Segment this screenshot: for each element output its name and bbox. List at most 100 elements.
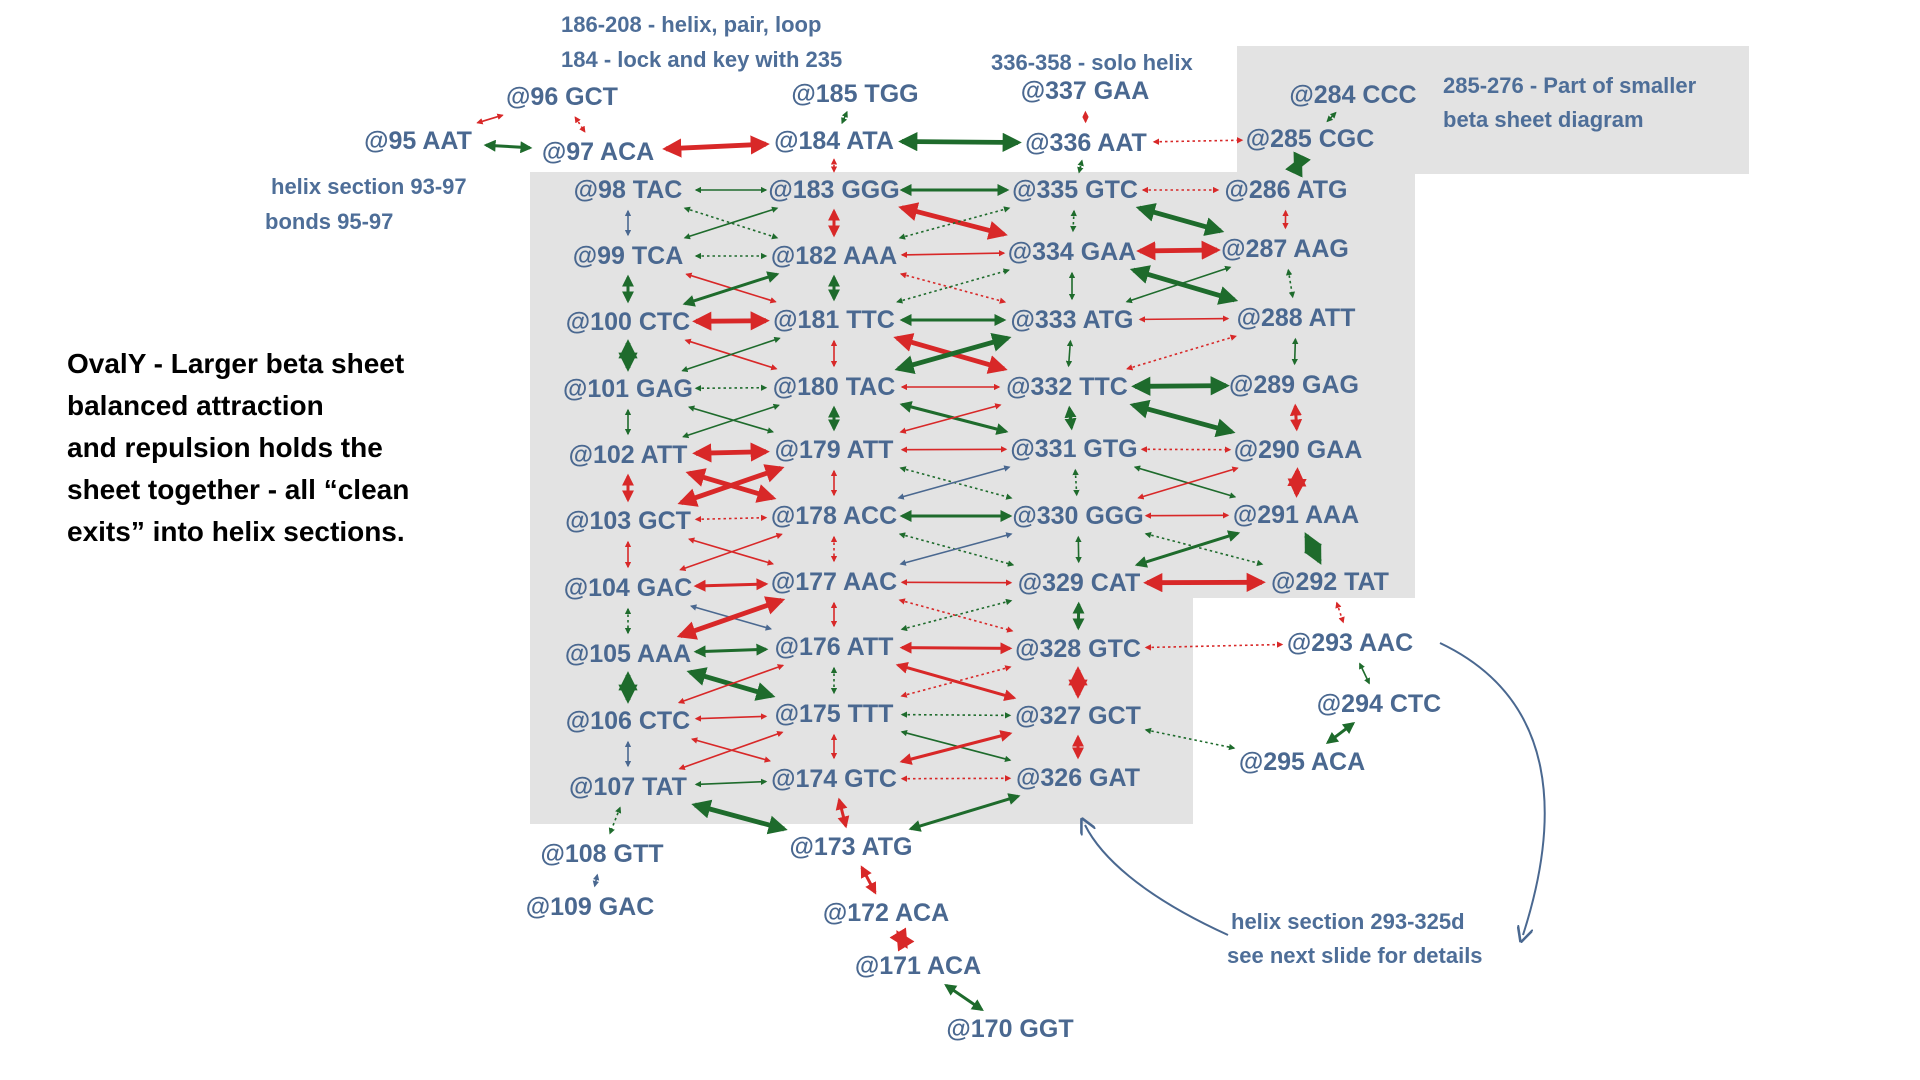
- node-179: @179 ATT: [775, 436, 894, 464]
- node-294: @294 CTC: [1317, 690, 1441, 718]
- main-sheet-panel: [530, 172, 1193, 824]
- node-295: @295 ACA: [1239, 748, 1365, 776]
- node-332: @332 TTC: [1006, 373, 1128, 401]
- bond-335-334: [1070, 209, 1077, 233]
- bond-330-290: [1137, 466, 1239, 500]
- bond-289-290: [1289, 403, 1303, 432]
- node-99: @99 TCA: [573, 242, 684, 270]
- bond-178-331: [897, 465, 1011, 500]
- bond-285-286: [1285, 151, 1311, 178]
- bond-102-179: [692, 442, 770, 463]
- node-336: @336 AAT: [1025, 129, 1147, 157]
- note-184-lock: 184 - lock and key with 235: [561, 47, 842, 72]
- bond-107-108: [608, 806, 622, 835]
- node-185: @185 TGG: [791, 80, 918, 108]
- bond-293-294: [1359, 662, 1370, 685]
- bond-182-335: [898, 206, 1011, 240]
- bond-175-327: [900, 711, 1012, 719]
- node-327: @327 GCT: [1015, 702, 1141, 730]
- bond-333-287: [1125, 265, 1232, 304]
- top-right-panel: [1237, 46, 1749, 174]
- node-102: @102 ATT: [569, 441, 688, 469]
- node-290: @290 GAA: [1234, 436, 1363, 464]
- bond-104-177: [693, 578, 769, 592]
- node-331: @331 GTG: [1010, 435, 1137, 463]
- bond-182-334: [900, 249, 1006, 259]
- title-line-5: exits” into helix sections.: [67, 516, 405, 547]
- node-289: @289 GAG: [1229, 371, 1359, 399]
- bond-332-290: [1129, 399, 1236, 438]
- bond-171-170: [944, 983, 984, 1012]
- node-173: @173 ATG: [789, 833, 912, 861]
- note-186-helix: 186-208 - helix, pair, loop: [561, 12, 821, 37]
- node-330: @330 GGG: [1012, 502, 1143, 530]
- bond-108-109: [592, 873, 600, 888]
- node-106: @106 CTC: [566, 707, 690, 735]
- bond-176-329: [900, 598, 1013, 632]
- bond-288-289: [1291, 337, 1299, 366]
- node-100: @100 CTC: [566, 308, 690, 336]
- note-285-part: 285-276 - Part of smaller: [1443, 73, 1697, 98]
- bond-100-182: [682, 271, 780, 307]
- bond-336-335: [1077, 159, 1084, 174]
- bond-330-292: [1144, 532, 1264, 566]
- bonds-layer: [476, 110, 1370, 1012]
- bond-95-96: [476, 113, 504, 125]
- background-panels: [530, 46, 1749, 824]
- node-97: @97 ACA: [542, 138, 654, 166]
- helix-curve-to-293: [1439, 642, 1546, 935]
- bond-287-288: [1285, 268, 1296, 299]
- bond-334-287: [1136, 240, 1221, 261]
- node-109: @109 GAC: [526, 893, 655, 921]
- bond-327-295: [1144, 727, 1236, 751]
- node-285: @285 CGC: [1246, 125, 1375, 153]
- bond-294-295: [1325, 721, 1356, 745]
- node-174: @174 GTC: [771, 765, 897, 793]
- node-291: @291 AAA: [1233, 501, 1359, 529]
- bond-176-328: [899, 641, 1013, 655]
- bond-107-174: [694, 778, 768, 788]
- bond-101-181: [681, 336, 781, 373]
- node-293: @293 AAC: [1287, 629, 1413, 657]
- bond-333-288: [1138, 315, 1230, 323]
- node-175: @175 TTT: [775, 700, 894, 728]
- node-286: @286 ATG: [1224, 176, 1347, 204]
- title-line-2: balanced attraction: [67, 390, 324, 421]
- bond-175-328: [900, 665, 1012, 698]
- node-183: @183 GGG: [768, 176, 899, 204]
- bond-101-180: [694, 384, 768, 392]
- node-103: @103 GCT: [565, 507, 691, 535]
- diagram-title: OvalY - Larger beta sheet balanced attra…: [67, 348, 409, 547]
- node-334: @334 GAA: [1008, 238, 1137, 266]
- bond-332-288: [1126, 334, 1237, 371]
- bond-106-175: [694, 713, 768, 722]
- note-next-slide: see next slide for details: [1227, 943, 1483, 968]
- bond-331-330: [1072, 468, 1080, 497]
- title-line-3: and repulsion holds the: [67, 432, 383, 463]
- node-329: @329 CAT: [1018, 569, 1141, 597]
- bond-177-330: [899, 532, 1013, 566]
- bond-103-179: [677, 464, 785, 507]
- bond-284-285: [1326, 111, 1337, 123]
- node-101: @101 GAG: [563, 375, 693, 403]
- helix-curve-to-326: [1085, 825, 1229, 936]
- node-284: @284 CCC: [1289, 81, 1416, 109]
- note-285-diagram: beta sheet diagram: [1443, 107, 1644, 132]
- bond-336-285: [1152, 137, 1244, 145]
- bond-173-172: [860, 865, 877, 895]
- bond-332-289: [1131, 376, 1230, 396]
- note-helix-293-325: helix section 293-325d: [1231, 909, 1465, 934]
- nodes-layer: @95 AAT@96 GCT@97 ACA@98 TAC@99 TCA@100 …: [364, 77, 1441, 1043]
- node-178: @178 ACC: [771, 502, 897, 530]
- bond-329-291: [1134, 530, 1241, 568]
- bond-184-185: [841, 110, 848, 125]
- node-107: @107 TAT: [569, 773, 687, 801]
- node-95: @95 AAT: [364, 127, 472, 155]
- node-104: @104 GAC: [564, 574, 693, 602]
- bond-100-181: [692, 311, 770, 331]
- node-328: @328 GTC: [1015, 635, 1141, 663]
- bond-179-332: [899, 403, 1002, 434]
- bond-107-175: [678, 730, 784, 771]
- node-337: @337 GAA: [1021, 77, 1150, 105]
- node-98: @98 TAC: [574, 176, 683, 204]
